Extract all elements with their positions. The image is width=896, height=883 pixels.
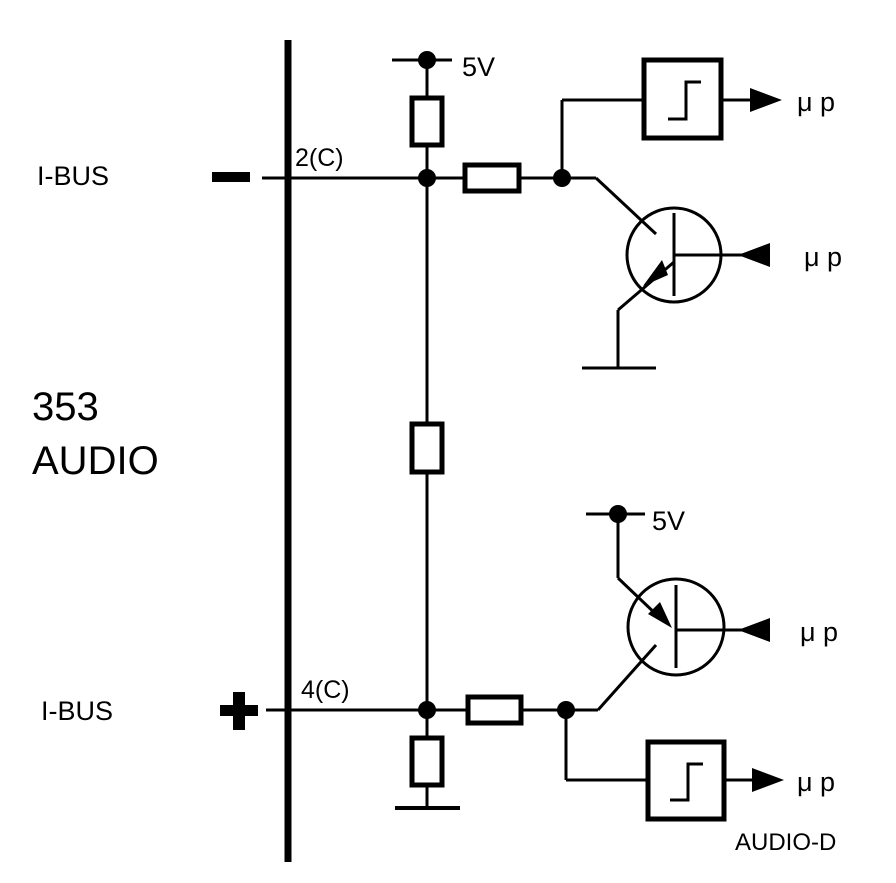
module-name: AUDIO	[32, 439, 159, 483]
pin-top-label: 2(C)	[295, 144, 344, 172]
top-bus-wire	[262, 176, 658, 236]
diagram-footer-label: AUDIO-D	[735, 829, 836, 856]
schmitt-trigger-top	[560, 57, 782, 178]
bottom-series-resistor	[465, 694, 524, 726]
mp-in-top-label: μ p	[804, 242, 842, 272]
module-number: 353	[32, 385, 99, 429]
pin-bottom-label: 4(C)	[301, 676, 350, 704]
ibus-bottom-label: I-BUS	[41, 696, 113, 726]
pullup-resistor	[409, 95, 445, 148]
minus-symbol	[212, 172, 250, 182]
transistor-top	[582, 206, 770, 370]
vcc-top-label: 5V	[462, 52, 495, 82]
vcc-top-node	[418, 51, 436, 69]
mp-in-bottom-label: μ p	[800, 617, 838, 647]
vcc-bottom-label: 5V	[652, 506, 685, 536]
junction-top-left	[418, 169, 436, 187]
mp-out-bottom-label: μ p	[797, 767, 835, 797]
mp-out-top-label: μ p	[797, 87, 835, 117]
ibus-top-label: I-BUS	[37, 161, 109, 191]
junction-bottom-left	[418, 701, 436, 719]
middle-resistor	[409, 421, 445, 475]
pulldown-resistor	[409, 735, 445, 788]
plus-symbol	[220, 692, 258, 730]
top-series-resistor	[462, 162, 522, 194]
schmitt-trigger-bottom	[564, 710, 784, 822]
transistor-bottom	[616, 514, 770, 677]
